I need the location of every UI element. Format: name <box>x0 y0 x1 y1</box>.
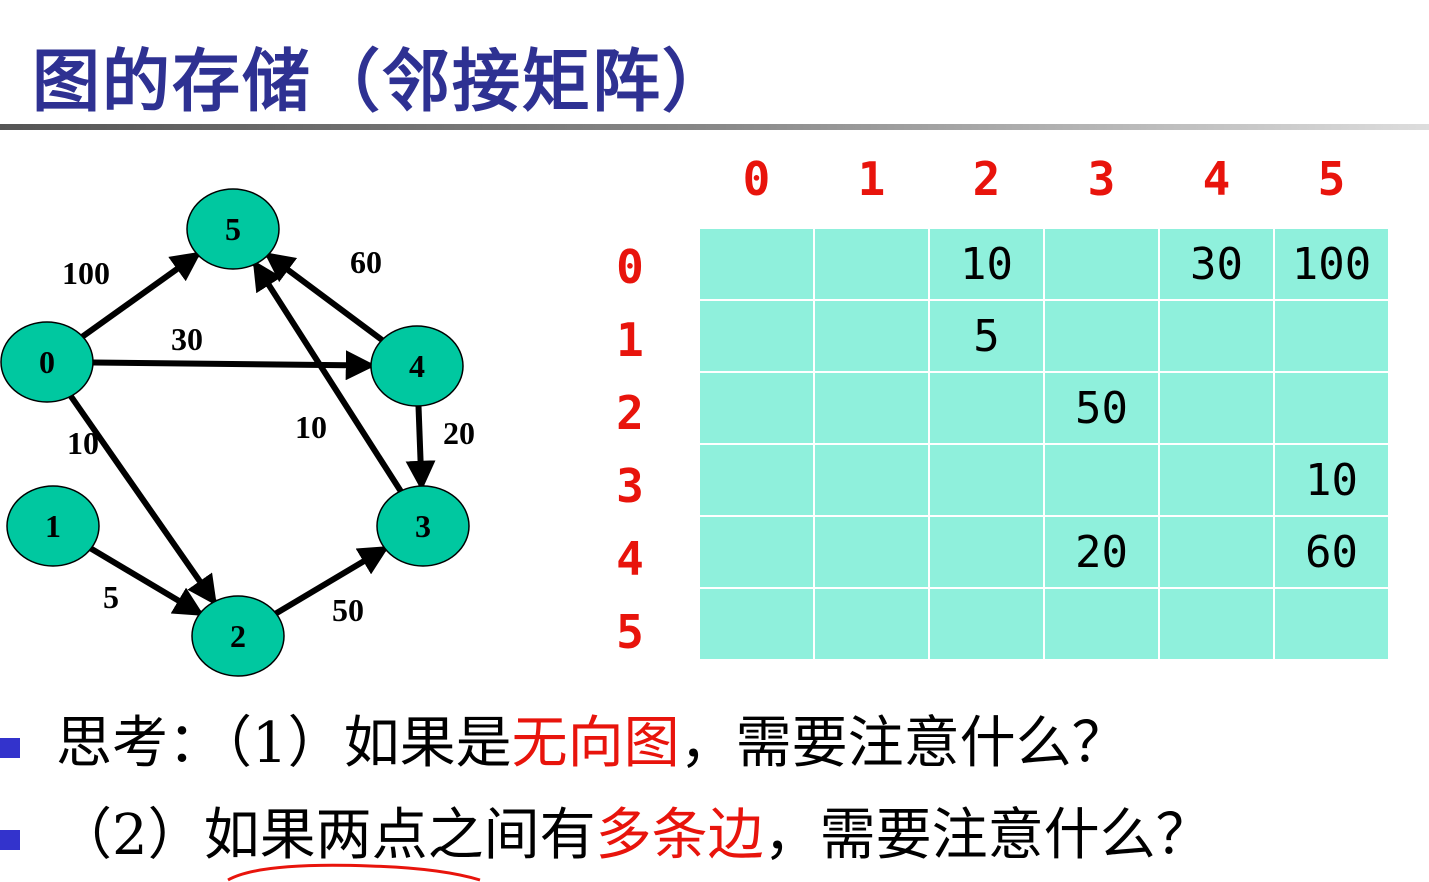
title-divider <box>0 124 1429 130</box>
matrix-cell <box>815 373 928 443</box>
matrix-column-header: 1 <box>857 152 886 206</box>
matrix-cell: 30 <box>1160 229 1273 299</box>
matrix-cell <box>1045 229 1158 299</box>
edge-weight-label: 30 <box>171 321 203 357</box>
matrix-row-header: 2 <box>616 386 644 440</box>
matrix-column-header: 3 <box>1087 152 1116 206</box>
node-label: 3 <box>415 508 431 544</box>
matrix-row-header: 0 <box>616 240 644 294</box>
node-5: 5 <box>186 188 280 270</box>
matrix-cell <box>930 517 1043 587</box>
matrix-cell <box>1160 301 1273 371</box>
node-0: 0 <box>0 321 94 403</box>
matrix-cell <box>700 373 813 443</box>
matrix-column-header: 4 <box>1202 152 1231 206</box>
matrix-column-header: 0 <box>742 152 771 206</box>
matrix-cell <box>815 301 928 371</box>
node-label: 1 <box>45 508 61 544</box>
matrix-cell: 20 <box>1045 517 1158 587</box>
matrix-row-header: 5 <box>616 605 644 659</box>
edge-weight-label: 60 <box>350 244 382 280</box>
question-text: ，需要注意什么？ <box>679 711 1128 776</box>
matrix-cell: 10 <box>1275 445 1388 515</box>
edge-0-4 <box>92 350 376 381</box>
matrix-cell <box>700 589 813 659</box>
matrix-cell <box>1160 373 1273 443</box>
node-1: 1 <box>6 485 100 567</box>
node-label: 2 <box>230 618 246 654</box>
matrix-cell <box>700 229 813 299</box>
edge-0-5 <box>80 251 202 340</box>
edge-weight-label: 100 <box>62 255 110 291</box>
node-2: 2 <box>191 595 285 677</box>
edge-0-2 <box>68 394 217 606</box>
node-3: 3 <box>376 485 470 567</box>
edge-2-3 <box>274 545 390 617</box>
edge-4-3 <box>405 405 436 491</box>
matrix-cell: 5 <box>930 301 1043 371</box>
matrix-cell <box>930 373 1043 443</box>
matrix-cell <box>700 301 813 371</box>
node-4: 4 <box>370 325 464 407</box>
matrix-cell: 60 <box>1275 517 1388 587</box>
matrix-cell <box>1160 589 1273 659</box>
edge-1-2 <box>89 545 205 617</box>
question-highlight: 多条边 <box>595 803 764 868</box>
question-text: （2）如果两点之间有 <box>56 803 596 868</box>
matrix-cell <box>815 589 928 659</box>
matrix-column-header: 5 <box>1317 152 1346 206</box>
matrix-cell <box>1045 589 1158 659</box>
matrix-cell <box>1045 445 1158 515</box>
matrix-row-header: 1 <box>616 313 644 367</box>
edge-weight-label: 5 <box>103 579 119 615</box>
question-text: 思考：（1）如果是 <box>56 711 512 776</box>
question-2: （2）如果两点之间有多条边，需要注意什么？ <box>0 790 1212 871</box>
slide-title: 图的存储（邻接矩阵） <box>32 43 733 122</box>
handwritten-underline <box>227 863 481 882</box>
bullet-icon <box>0 829 20 850</box>
edge-weight-label: 10 <box>295 409 327 445</box>
matrix-cell: 10 <box>930 229 1043 299</box>
matrix-cell <box>815 229 928 299</box>
matrix-cell <box>1045 301 1158 371</box>
matrix-cell <box>1160 517 1273 587</box>
question-text: ，需要注意什么？ <box>763 803 1212 868</box>
matrix-cell: 100 <box>1275 229 1388 299</box>
edge-weight-label: 20 <box>443 415 475 451</box>
matrix-cell <box>700 445 813 515</box>
matrix-cell <box>930 589 1043 659</box>
matrix-cell <box>1275 589 1388 659</box>
node-label: 5 <box>225 211 241 247</box>
matrix-column-header: 2 <box>972 152 1001 206</box>
edge-weight-label: 50 <box>332 592 364 628</box>
matrix-cell <box>1275 373 1388 443</box>
edge-3-5 <box>252 259 404 493</box>
matrix-cell <box>815 445 928 515</box>
matrix-row-header: 4 <box>616 532 644 586</box>
matrix-cell: 50 <box>1045 373 1158 443</box>
edge-weight-label: 10 <box>67 425 99 461</box>
question-1: 思考：（1）如果是无向图，需要注意什么？ <box>0 698 1128 779</box>
node-label: 4 <box>409 348 425 384</box>
matrix-cell <box>930 445 1043 515</box>
edge-4-5 <box>264 252 384 343</box>
matrix-cell <box>1275 301 1388 371</box>
matrix-row-header: 3 <box>616 459 644 513</box>
node-label: 0 <box>39 344 55 380</box>
matrix-cell <box>815 517 928 587</box>
question-highlight: 无向图 <box>511 711 680 776</box>
bullet-icon <box>0 737 20 758</box>
matrix-cell <box>700 517 813 587</box>
directed-graph: 100 30 10 5 50 20 10 60 0 1 2 3 4 5 <box>0 188 475 677</box>
matrix-cell <box>1160 445 1273 515</box>
